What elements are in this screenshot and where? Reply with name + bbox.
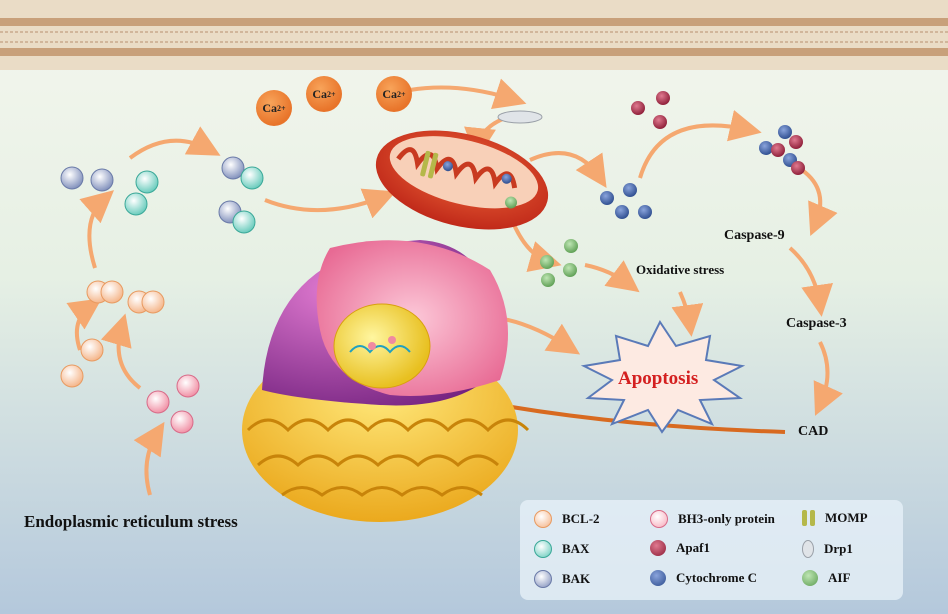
oxidative-stress-label: Oxidative stress	[636, 262, 725, 277]
legend-item-bh3: BH3-only protein	[650, 510, 775, 528]
legend-label: MOMP	[825, 510, 868, 525]
bcl2-proteins	[60, 280, 165, 388]
mitochondrion	[375, 130, 549, 230]
bcl2-swatch	[534, 510, 552, 528]
cytochrome-c-swatch	[650, 570, 666, 586]
apaf1-cluster	[631, 91, 670, 129]
legend-item-bcl2: BCL-2	[534, 510, 600, 528]
drp1-protein	[497, 110, 543, 124]
legend: BCL-2 BH3-only protein MOMP BAX Apaf1 Dr…	[520, 500, 903, 600]
legend-item-cytochrome-c: Cytochrome C	[650, 570, 757, 586]
apaf1-swatch	[650, 540, 666, 556]
legend-label: Cytochrome C	[676, 570, 757, 585]
cad-label: CAD	[798, 424, 829, 439]
legend-label: BCL-2	[562, 511, 600, 526]
bak-swatch	[534, 570, 552, 588]
calcium-charge: 2+	[277, 103, 286, 113]
legend-label: BAK	[562, 571, 591, 586]
er-stress-label: Endoplasmic reticulum stress	[24, 512, 238, 531]
caspase9-label: Caspase-9	[724, 228, 785, 243]
apoptosis-label: Apoptosis	[618, 368, 699, 389]
legend-item-apaf1: Apaf1	[650, 540, 710, 556]
calcium-symbol: Ca	[262, 100, 278, 115]
calcium-charge: 2+	[327, 89, 336, 99]
legend-label: BAX	[562, 541, 590, 556]
legend-item-drp1: Drp1	[802, 540, 853, 558]
legend-label: BH3-only protein	[678, 511, 775, 526]
bax-proteins	[124, 166, 264, 234]
bh3-proteins	[146, 374, 200, 434]
apoptosis-burst	[580, 320, 746, 434]
legend-item-momp: MOMP	[802, 510, 868, 526]
drp1-swatch	[802, 540, 814, 558]
legend-item-aif: AIF	[802, 570, 850, 586]
bax-swatch	[534, 540, 552, 558]
bh3-swatch	[650, 510, 668, 528]
calcium-symbol: Ca	[312, 86, 328, 101]
calcium-symbol: Ca	[382, 86, 398, 101]
aif-swatch	[802, 570, 818, 586]
legend-item-bax: BAX	[534, 540, 589, 558]
cytochrome-c-cluster	[600, 183, 652, 219]
caspase3-label: Caspase-3	[786, 316, 847, 331]
legend-label: AIF	[828, 570, 851, 585]
calcium-charge: 2+	[397, 89, 406, 99]
aif-cluster	[540, 239, 578, 287]
legend-item-bak: BAK	[534, 570, 590, 588]
nucleus	[242, 240, 530, 522]
legend-label: Apaf1	[676, 540, 710, 555]
momp-swatch	[802, 510, 815, 526]
apoptosome	[759, 125, 805, 175]
legend-label: Drp1	[824, 541, 853, 556]
cell-membrane	[0, 0, 948, 70]
